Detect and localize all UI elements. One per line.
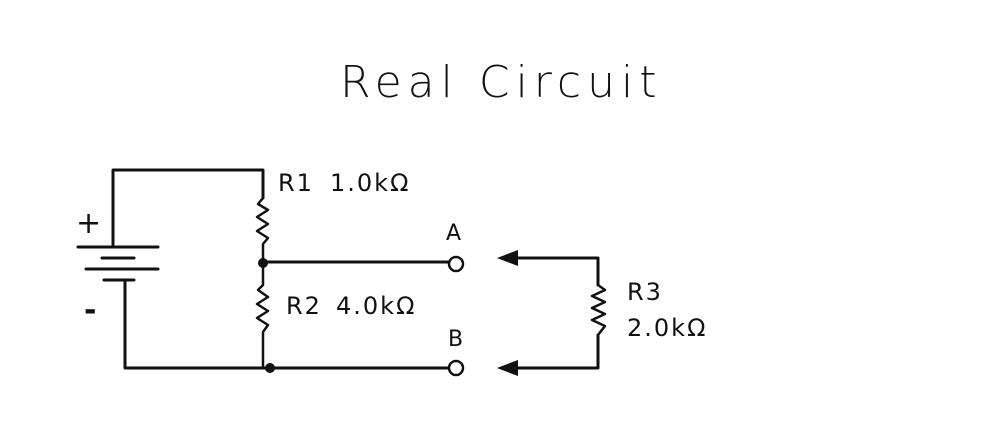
arrow-to-b-icon (497, 360, 518, 376)
diagram-title: Real Circuit (340, 57, 662, 108)
r2-name: R2 (286, 292, 322, 320)
r2-value: 4.0kΩ (336, 292, 416, 320)
r3-resistor-zigzag (590, 283, 607, 337)
r1-resistor-zigzag (255, 196, 270, 264)
terminal-b-label: B (448, 327, 463, 352)
terminal-b (447, 359, 465, 377)
r3-value: 2.0kΩ (627, 314, 707, 342)
r1-value: 1.0kΩ (330, 169, 410, 197)
r3-name: R3 (627, 278, 663, 306)
load-wire-bottom (500, 333, 600, 370)
r1-name: R1 (278, 169, 314, 197)
load-wire (500, 256, 600, 287)
terminal-a-label: A (446, 221, 461, 246)
arrow-to-a-icon (497, 250, 518, 266)
battery-plus-label: + (76, 206, 101, 241)
junction-node-lower (265, 363, 275, 373)
terminal-a (447, 255, 465, 273)
battery-minus-label: - (84, 293, 96, 328)
battery-symbol (76, 245, 160, 282)
r2-resistor-zigzag (255, 261, 270, 370)
battery-top-wire (111, 168, 265, 247)
bottom-wire (123, 278, 457, 370)
